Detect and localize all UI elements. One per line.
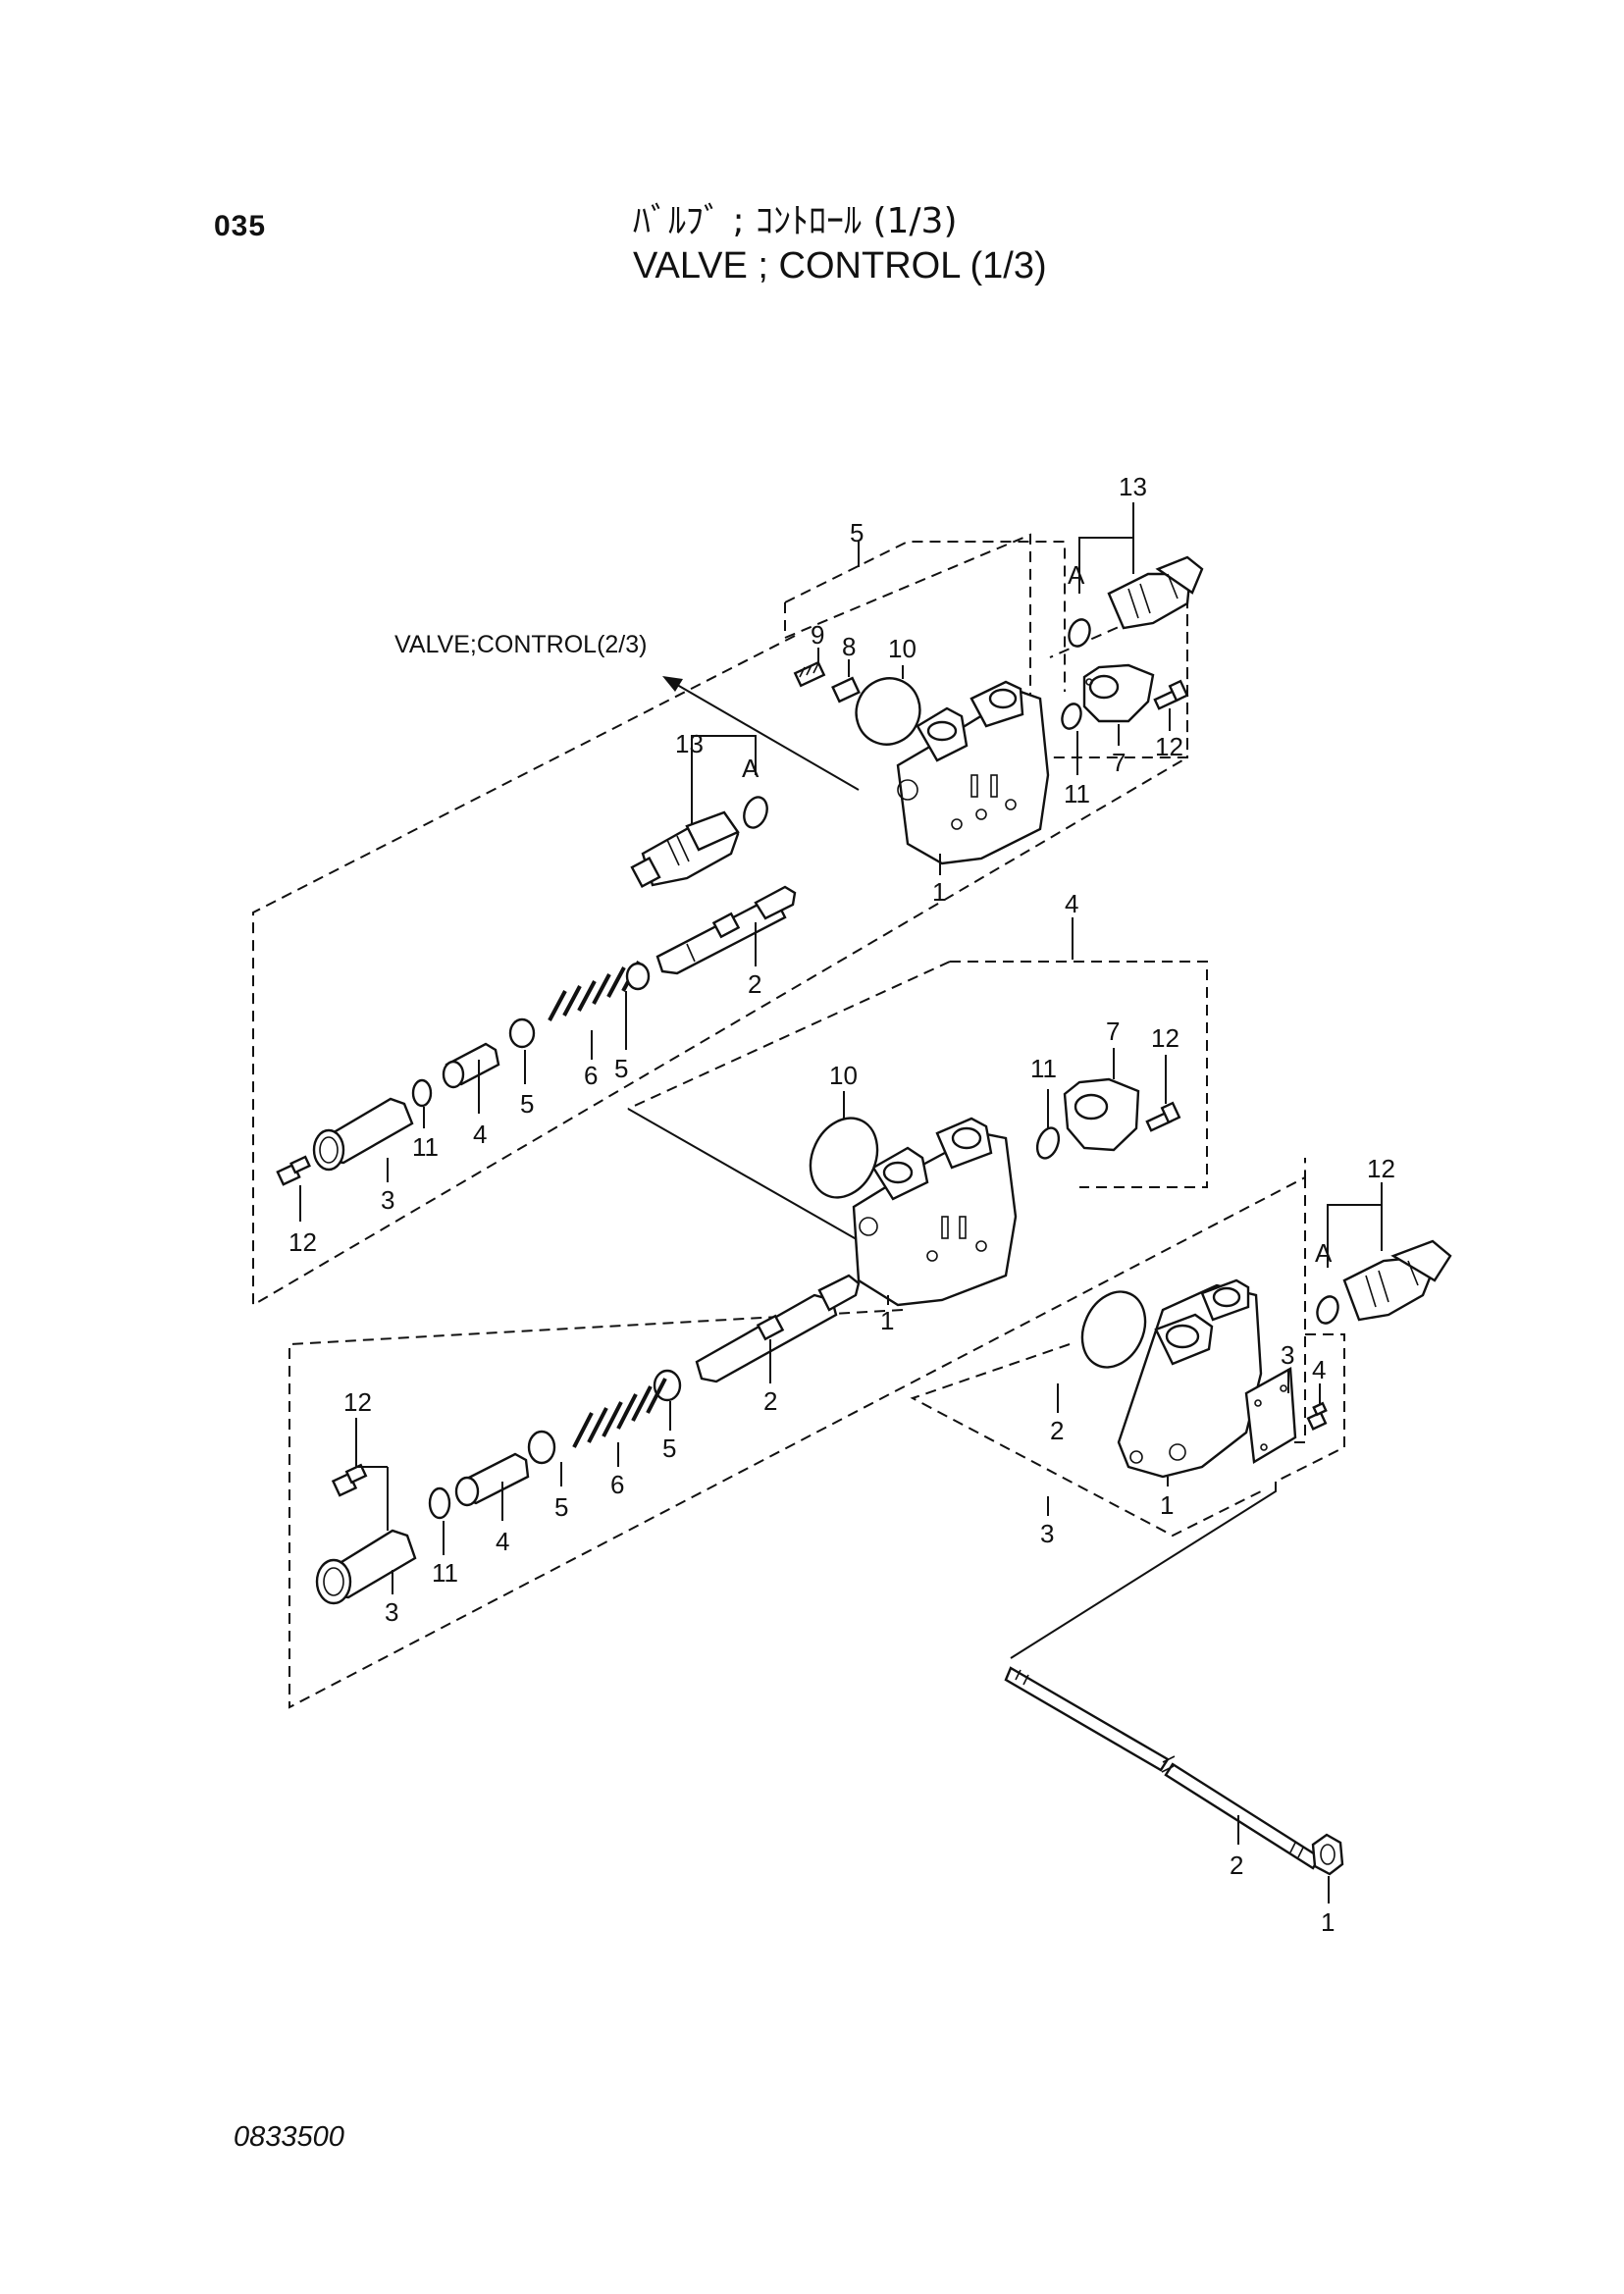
callout-10-top: 10 [888,634,917,663]
callout-2-middle: 2 [763,1386,777,1416]
page-number: 035 [214,210,267,242]
spool-2-top [655,885,797,975]
callout-7-top: 7 [1112,748,1126,777]
cross-reference-label: VALVE;CONTROL(2/3) [394,631,647,658]
callout-4-top: 4 [473,1120,487,1149]
page-title-japanese: ﾊﾞﾙﾌﾞ ; ｺﾝﾄﾛｰﾙ (1/3) [633,201,958,241]
callout-12-left-top: 12 [288,1227,317,1257]
callout-1-middle: 1 [880,1306,894,1335]
end-housing-lower [1117,1278,1263,1479]
callout-4-section: 4 [1065,889,1078,918]
bolt-12-left-middle [331,1463,368,1497]
cap-3-middle [315,1529,417,1605]
screw-4 [1306,1401,1328,1431]
callout-5-middle-a: 5 [662,1434,676,1463]
callout-4-middle: 4 [496,1527,509,1556]
seat-5-top-a [625,962,651,991]
callout-11-left-top: 11 [412,1132,439,1162]
seat-5-middle-b [527,1430,556,1465]
nut-1 [1311,1833,1344,1876]
o-ring-A-lower [1316,1295,1339,1325]
page-title-english: VALVE ; CONTROL (1/3) [633,245,1047,287]
callout-1-top: 1 [932,877,946,907]
relief-valve-13-left [630,810,740,889]
callout-3-top: 3 [381,1185,394,1215]
o-ring-11-left-top [411,1078,433,1108]
callout-2-lower: 2 [1050,1416,1064,1445]
relief-valve-12-lower [1342,1239,1452,1322]
callout-11-left-middle: 11 [432,1558,458,1588]
o-ring-A-right-top [1068,618,1091,648]
callout-12-lower: 12 [1367,1154,1395,1183]
callout-11-middle: 11 [1030,1054,1057,1083]
callout-1-end: 1 [1160,1490,1174,1520]
callout-6-middle: 6 [610,1470,624,1499]
callout-5-top-a: 5 [614,1054,628,1083]
callout-12-left-middle: 12 [343,1387,372,1417]
seat-5-middle-a [653,1369,682,1402]
section-5-group-outline [252,533,1188,1307]
o-ring-11-left-middle [428,1486,451,1520]
bolt-12-middle [1145,1101,1181,1132]
tie-rod-2 [1004,1666,1322,1870]
cover-7-middle [1063,1077,1140,1152]
o-ring-10-middle [809,1117,879,1199]
cross-reference-arrow [662,676,860,791]
drawing-code: 0833500 [234,2121,344,2153]
callout-3-plate: 3 [1281,1340,1294,1370]
stopper-4-middle [454,1452,530,1507]
bolt-12-top [1153,679,1189,710]
bracket-13-right [1078,537,1134,594]
bolt-12-left-top [276,1155,311,1186]
bracket-12-lower [1327,1204,1383,1268]
valve-housing-middle [852,1117,1018,1307]
marker-A-left: A [742,754,760,783]
callout-9: 9 [811,620,824,650]
marker-A-lower: A [1315,1238,1333,1268]
callout-5-middle-b: 5 [554,1492,568,1522]
o-ring-2-lower [1080,1290,1147,1369]
o-ring-11-top [1061,703,1082,730]
valve-housing-top [896,680,1050,865]
leader-12-left-middle [355,1418,388,1468]
cap-3-top [312,1097,414,1172]
callout-12-top: 12 [1155,732,1183,761]
set-screw-9 [793,660,826,688]
stopper-4-top [442,1042,500,1089]
callout-6-top: 6 [584,1061,598,1090]
callout-7-middle: 7 [1106,1017,1120,1046]
callout-12-middle: 12 [1151,1023,1179,1053]
marker-A-right-top: A [1068,560,1085,590]
spring-6-middle [572,1378,667,1448]
callout-5-top-b: 5 [520,1089,534,1119]
cover-7-top [1082,663,1155,723]
callout-1-nut: 1 [1321,1907,1335,1937]
callout-2-top: 2 [748,969,761,999]
callout-11-top: 11 [1064,779,1090,808]
o-ring-A-left [743,796,768,829]
o-ring-10-top [855,677,921,746]
spring-6-top [548,961,641,1021]
callout-3-middle: 3 [385,1597,398,1627]
callout-13-left: 13 [675,729,704,758]
relief-valve-13-right [1107,555,1204,630]
plug-8 [831,676,861,704]
callout-2-tie-rod: 2 [1230,1851,1243,1880]
callout-5-top: 5 [850,518,864,547]
callout-13-right: 13 [1119,472,1147,501]
callout-3-section: 3 [1040,1519,1054,1548]
tie-rod-leader [1010,1482,1277,1659]
spool-2-middle [695,1274,861,1383]
bracket-13-left [691,735,757,775]
seat-5-top-b [508,1017,536,1049]
callout-10-middle: 10 [829,1061,858,1090]
callout-8: 8 [842,632,856,661]
callout-4-screw: 4 [1312,1355,1326,1384]
plate-3 [1244,1367,1297,1464]
o-ring-11-middle [1035,1126,1061,1160]
